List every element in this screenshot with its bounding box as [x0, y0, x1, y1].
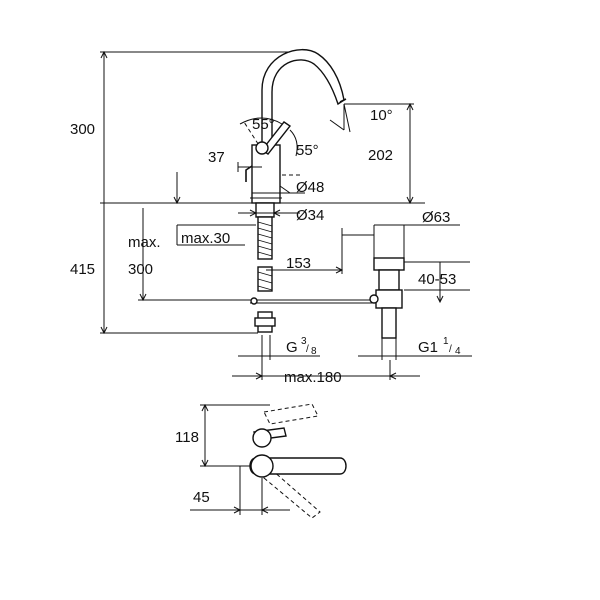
- waste-assembly: [369, 257, 405, 339]
- dim-below-300: 300: [128, 261, 153, 278]
- dim-max-30: max.30: [181, 230, 230, 247]
- dim-lever-angle-upper: 55°: [252, 116, 275, 133]
- dim-thread-inlet-slash: /: [306, 344, 309, 355]
- dim-thread-waste-num: 1: [443, 336, 449, 347]
- dim-thread-waste-slash: /: [449, 344, 452, 355]
- dim-lever-angle-lower: 55°: [296, 142, 319, 159]
- dim-top-offset: 45: [193, 489, 210, 506]
- dim-thread-inlet-den: 8: [311, 346, 317, 357]
- dim-waste-range: 40-53: [418, 271, 456, 288]
- dim-below-height: 415: [70, 261, 95, 278]
- rod-clip: [250, 297, 258, 305]
- dim-max-label: max.: [128, 234, 161, 251]
- shank: [254, 202, 276, 333]
- dim-spout-height: 202: [368, 147, 393, 164]
- dim-base-diameter: Ø48: [296, 179, 324, 196]
- dim-top-depth: 118: [175, 429, 199, 446]
- pop-up-knob: [245, 165, 253, 182]
- dim-shank-diameter: Ø34: [296, 207, 324, 224]
- dim-lever-offset: 37: [208, 149, 225, 166]
- dim-thread-inlet-num: 3: [301, 336, 307, 347]
- dim-max-180: max.180: [284, 369, 342, 386]
- dim-waste-diameter: Ø63: [422, 209, 450, 226]
- dim-thread-waste: G1: [418, 339, 438, 356]
- lever-alt-position: [243, 121, 263, 151]
- dim-thread-waste-den: 4: [455, 346, 461, 357]
- lever-pivot: [255, 141, 269, 155]
- dim-height-total: 300: [70, 121, 95, 138]
- dim-thread-inlet: G: [286, 339, 298, 356]
- mixer-body: [251, 144, 281, 204]
- dim-rod-length: 153: [286, 255, 311, 272]
- top-view: [249, 403, 347, 519]
- dim-spout-angle: 10°: [370, 107, 393, 124]
